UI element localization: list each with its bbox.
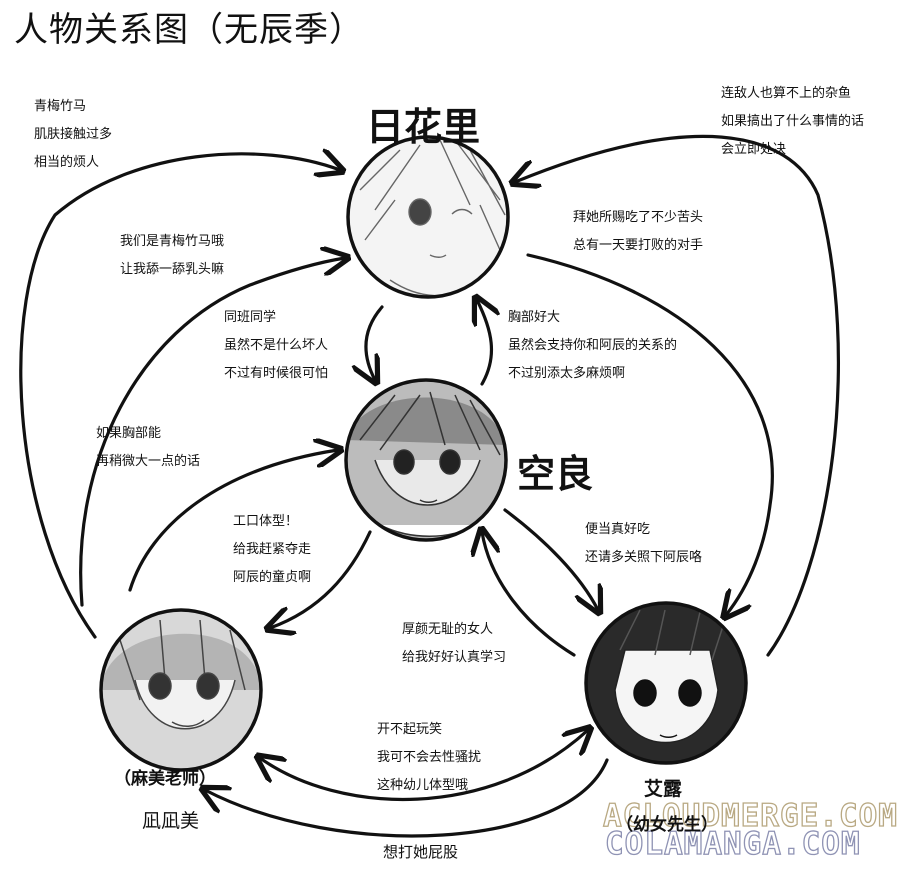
note-sora-hikari: 胸部好大 虽然会支持你和阿辰的关系的 不过别添太多麻烦啊 bbox=[508, 310, 678, 381]
arrow-sora-hikari bbox=[477, 300, 491, 386]
name-nagi: 凪凪美 bbox=[142, 810, 200, 832]
portrait-sora bbox=[344, 378, 508, 542]
note-sora-airu: 便当真好吃 还请多关照下阿辰咯 bbox=[585, 522, 703, 565]
arrow-sora-nagi bbox=[270, 530, 372, 628]
arrow-nagi-airu-double bbox=[260, 730, 588, 802]
arrow-hikari-airu bbox=[526, 253, 774, 615]
page-title: 人物关系图（无辰季） bbox=[14, 10, 364, 50]
name-hikari: 日花里 bbox=[366, 105, 481, 149]
note-hikari-airu: 拜她所赐吃了不少苦头 总有一天要打败的对手 bbox=[573, 210, 704, 253]
note-nagi-hikari-outer: 青梅竹马 肌肤接触过多 相当的烦人 bbox=[34, 99, 113, 170]
note-hikari-sora: 同班同学 虽然不是什么坏人 不过有时候很可怕 bbox=[224, 310, 329, 381]
arrow-hikari-sora bbox=[366, 305, 384, 380]
arrow-airu-nagi-bottom bbox=[205, 758, 609, 838]
arrow-nagi-hikari-outer bbox=[19, 154, 340, 639]
arrow-nagi-sora bbox=[128, 450, 338, 592]
arrow-airu-hikari bbox=[515, 134, 840, 657]
portrait-nagi bbox=[99, 608, 263, 772]
note-nagi-airu: 开不起玩笑 我可不会去性骚扰 这种幼儿体型哦 bbox=[377, 722, 482, 793]
note-nagi-hikari-inner: 我们是青梅竹马哦 让我舔一舔乳头嘛 bbox=[120, 234, 225, 277]
arrow-sora-airu bbox=[503, 508, 598, 610]
relation-arrows bbox=[19, 134, 840, 838]
name-sora: 空良 bbox=[517, 452, 594, 496]
watermark-colamanga: COLAMANGA.COM bbox=[604, 825, 861, 862]
note-sora-nagi: 工口体型！ 给我赶紧夺走 阿辰的童贞啊 bbox=[233, 514, 312, 585]
note-airu-hikari: 连敌人也算不上的杂鱼 如果搞出了什么事情的话 会立即处决 bbox=[721, 86, 865, 157]
arrow-nagi-hikari-inner bbox=[79, 258, 345, 607]
note-airu-nagi: 想打她屁股 bbox=[383, 843, 459, 861]
watermark-acloudmerge: ACLOUDMERGE.COM bbox=[602, 797, 898, 834]
role-nagi: （麻美老师） bbox=[114, 769, 216, 789]
portrait-airu bbox=[584, 601, 748, 765]
portrait-hikari bbox=[346, 135, 510, 299]
note-airu-sora: 厚颜无耻的女人 给我好好认真学习 bbox=[402, 622, 507, 665]
arrow-airu-sora bbox=[482, 532, 576, 657]
name-airu: 艾露 bbox=[644, 778, 683, 800]
note-nagi-sora: 如果胸部能 再稍微大一点的话 bbox=[96, 426, 201, 469]
role-airu: （幼女先生） bbox=[616, 815, 718, 835]
